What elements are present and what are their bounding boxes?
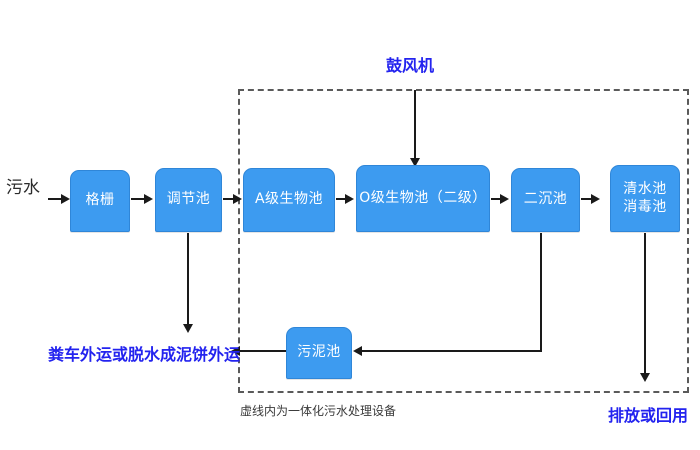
node-secondary-clarifier[interactable]: 二沉池 xyxy=(511,168,580,232)
arrow-secondary-sludge xyxy=(353,346,362,356)
connector-regulating-abio xyxy=(223,198,235,200)
connector-influent-grille xyxy=(48,198,62,200)
node-sludge-tank[interactable]: 污泥池 xyxy=(286,327,352,379)
node-regulating-tank[interactable]: 调节池 xyxy=(155,168,222,232)
connector-secondary-sludge-horizontal xyxy=(362,350,542,352)
node-secondary-clarifier-label: 二沉池 xyxy=(523,191,568,208)
sludge-disposal-label: 粪车外运或脱水成泥饼外运 xyxy=(48,345,241,364)
connector-secondary-sludge-vertical xyxy=(540,233,542,351)
arrow-grille-regulating xyxy=(144,194,153,204)
node-o-bio-tank[interactable]: O级生物池（二级） xyxy=(356,165,490,232)
arrow-secondary-clearwater xyxy=(591,194,600,204)
integrated-equipment-boundary xyxy=(238,89,689,393)
connector-abio-obio xyxy=(336,198,347,200)
connector-obio-secondary xyxy=(491,198,502,200)
connector-secondary-clearwater xyxy=(581,198,593,200)
effluent-label: 排放或回用 xyxy=(608,406,689,425)
arrow-regulating-abio xyxy=(233,194,242,204)
node-o-bio-tank-label: O级生物池（二级） xyxy=(359,189,487,206)
node-grille-label: 格栅 xyxy=(85,192,115,209)
node-clearwater-disinfection-tank[interactable]: 清水池 消毒池 xyxy=(610,165,680,232)
node-a-bio-tank-label: A级生物池 xyxy=(254,191,324,208)
arrow-influent-grille xyxy=(61,194,70,204)
node-grille[interactable]: 格栅 xyxy=(70,170,130,232)
blower-label: 鼓风机 xyxy=(386,56,435,75)
influent-label: 污水 xyxy=(6,178,40,198)
node-disinfection-label: 消毒池 xyxy=(623,198,667,215)
node-a-bio-tank[interactable]: A级生物池 xyxy=(243,168,335,232)
node-regulating-tank-label: 调节池 xyxy=(166,191,211,208)
arrow-sludge-disposal xyxy=(231,346,240,356)
node-sludge-tank-label: 污泥池 xyxy=(297,344,341,361)
node-clearwater-label: 清水池 xyxy=(623,181,667,197)
connector-grille-regulating xyxy=(131,198,145,200)
arrow-regulating-disposal xyxy=(183,324,193,333)
connector-regulating-disposal xyxy=(187,233,189,326)
arrow-abio-obio xyxy=(345,194,354,204)
boundary-caption: 虚线内为一体化污水处理设备 xyxy=(240,404,397,418)
blower-arrow-line xyxy=(414,90,416,160)
blower-arrow-head xyxy=(410,158,420,167)
arrow-obio-secondary xyxy=(500,194,509,204)
arrow-clearwater-effluent xyxy=(640,373,650,382)
connector-sludge-disposal xyxy=(240,350,286,352)
connector-clearwater-effluent xyxy=(644,233,646,375)
